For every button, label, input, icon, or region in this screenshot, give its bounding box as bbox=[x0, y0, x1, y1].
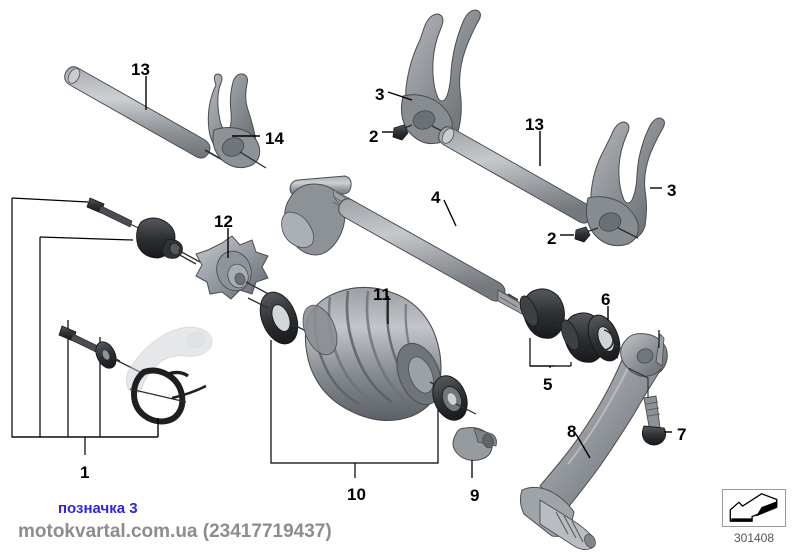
part-shift-fork-3-top bbox=[396, 9, 481, 145]
callout-13a: 13 bbox=[131, 60, 150, 79]
watermark-brand-label: позначка 3 bbox=[58, 500, 138, 517]
callout-10: 10 bbox=[347, 485, 366, 504]
callout-2b: 2 bbox=[547, 229, 557, 248]
callout-3b: 3 bbox=[667, 181, 677, 200]
part-shift-drum-11 bbox=[302, 286, 453, 421]
diagram-code-label: 301408 bbox=[733, 531, 775, 545]
callout-13b: 13 bbox=[525, 115, 544, 134]
part-detent-plunger-group1 bbox=[136, 217, 201, 263]
part-shaft-seal-6 bbox=[587, 314, 641, 362]
ghost-reference-lever bbox=[126, 326, 213, 394]
leader-3a bbox=[387, 91, 413, 101]
bracket-group-10 bbox=[270, 400, 439, 478]
part-pin-2-top bbox=[392, 124, 409, 141]
part-bearing-5-a bbox=[507, 288, 579, 339]
callout-3a: 3 bbox=[375, 85, 385, 104]
part-shift-rod-left bbox=[64, 66, 229, 164]
part-index-pin-9 bbox=[452, 427, 497, 478]
part-shift-shaft-4 bbox=[281, 175, 541, 321]
part-shift-fork-14 bbox=[207, 73, 267, 169]
part-detent-star-wheel-12 bbox=[177, 235, 277, 300]
part-gearshift-lever-8 bbox=[519, 330, 668, 551]
view-direction-box bbox=[722, 489, 786, 527]
part-detent-spring-group1 bbox=[129, 367, 207, 437]
part-pin-2-right bbox=[574, 226, 591, 243]
part-drum-bearing-right bbox=[432, 375, 477, 425]
bracket-group-5 bbox=[529, 338, 572, 368]
callout-8: 8 bbox=[567, 422, 577, 441]
callout-5: 5 bbox=[543, 375, 553, 394]
leader-1-bolt-top bbox=[11, 197, 89, 203]
view-direction-arrow-icon bbox=[729, 493, 778, 522]
callout-11: 11 bbox=[373, 285, 391, 304]
callout-9: 9 bbox=[470, 486, 480, 505]
callout-2a: 2 bbox=[369, 127, 379, 146]
leader-8 bbox=[575, 433, 591, 459]
watermark-site-url: motokvartal.com.ua (23417719437) bbox=[18, 521, 332, 542]
part-shift-fork-3-right bbox=[582, 117, 665, 247]
part-bolt-upper-group1 bbox=[86, 197, 161, 239]
leader-4 bbox=[443, 199, 457, 227]
callout-6: 6 bbox=[601, 290, 611, 309]
part-bearing-ring-left bbox=[247, 291, 317, 345]
callout-12: 12 bbox=[214, 212, 233, 231]
part-shift-rod-right bbox=[438, 126, 613, 230]
callout-1: 1 bbox=[80, 463, 90, 482]
callout-7: 7 bbox=[677, 425, 687, 444]
part-washer-group1 bbox=[95, 341, 141, 373]
part-clamp-bolt-7 bbox=[627, 367, 667, 446]
callout-14: 14 bbox=[265, 129, 284, 148]
leader-1-detent bbox=[39, 236, 134, 241]
bracket-group-1 bbox=[11, 198, 159, 455]
callout-4: 4 bbox=[431, 188, 441, 207]
